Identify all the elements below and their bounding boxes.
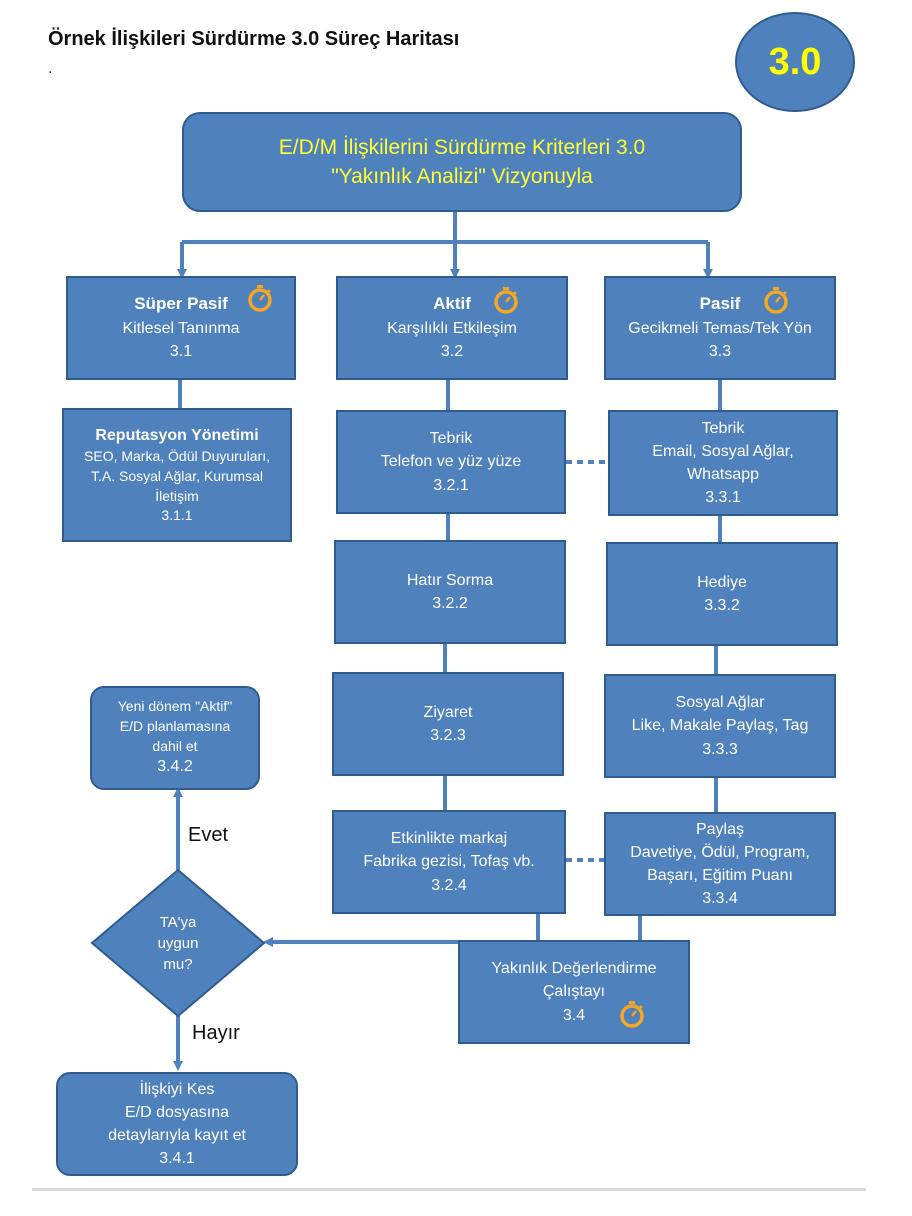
version-badge: 3.0	[735, 12, 855, 112]
footer-divider	[32, 1188, 866, 1191]
yeni-donem-line3: dahil et	[152, 737, 198, 754]
decision-text: TA'ya uygun mu?	[92, 870, 264, 1016]
step-code: 3.3.3	[702, 740, 738, 758]
decision-no-label: Hayır	[192, 1022, 240, 1044]
step-line1: Ziyaret	[423, 703, 473, 721]
stopwatch-icon	[248, 285, 272, 312]
main-box-line2: "Yakınlık Analizi" Vizyonuyla	[331, 165, 593, 188]
step-line1: Hediye	[697, 573, 747, 591]
iliski-kes-box: İlişkiyi Kes E/D dosyasına detaylarıyla …	[56, 1072, 298, 1176]
page-title: Örnek İlişkileri Sürdürme 3.0 Süreç Hari…	[48, 28, 460, 50]
step-code: 3.3.2	[704, 597, 740, 614]
step-line3: Whatsapp	[686, 466, 760, 483]
reputasyon-line2: T.A. Sosyal Ağlar, Kurumsal	[91, 468, 263, 484]
step-line3: Başarı, Eğitim Puanı	[647, 867, 793, 884]
main-box-line1: E/D/M İlişkilerini Sürdürme Kriterleri 3…	[278, 135, 646, 159]
pasif-box: Pasif Gecikmeli Temas/Tek Yön 3.3	[604, 276, 836, 380]
aktif-step-322: Hatır Sorma 3.2.2	[334, 540, 566, 644]
aktif-code: 3.2	[440, 343, 464, 361]
super-pasif-sub: Kitlesel Tanınma	[122, 320, 240, 338]
yeni-donem-line1: Yeni dönem "Aktif"	[117, 698, 233, 715]
yakinlik-code: 3.4	[562, 1006, 586, 1024]
reputasyon-box: Reputasyon Yönetimi SEO, Marka, Ödül Duy…	[62, 408, 292, 542]
pasif-sub: Gecikmeli Temas/Tek Yön	[628, 320, 812, 338]
version-badge-label: 3.0	[768, 40, 822, 83]
decision-yes-label: Evet	[188, 824, 229, 846]
step-code: 3.2.1	[433, 476, 469, 494]
step-code: 3.3.1	[705, 489, 741, 507]
iliski-kes-line1: İlişkiyi Kes	[139, 1080, 215, 1098]
step-line1: Tebrik	[429, 430, 473, 448]
step-line2: Like, Makale Paylaş, Tag	[631, 717, 809, 735]
stopwatch-icon	[494, 287, 518, 314]
yeni-donem-box: Yeni dönem "Aktif" E/D planlamasına dahi…	[90, 686, 260, 790]
yakinlik-line2: Çalıştayı	[542, 983, 606, 1001]
stopwatch-icon	[764, 287, 788, 314]
reputasyon-line3: İletişim	[155, 487, 199, 504]
stopwatch-icon	[620, 1001, 644, 1028]
super-pasif-title: Süper Pasif	[134, 294, 228, 314]
reputasyon-title: Reputasyon Yönetimi	[95, 427, 259, 445]
reputasyon-line1: SEO, Marka, Ödül Duyuruları,	[84, 448, 270, 465]
aktif-step-323: Ziyaret 3.2.3	[332, 672, 564, 776]
pasif-code: 3.3	[708, 343, 732, 361]
main-criteria-box: E/D/M İlişkilerini Sürdürme Kriterleri 3…	[182, 112, 742, 212]
decision-line1: TA'ya	[159, 913, 197, 931]
step-line2: Davetiye, Ödül, Program,	[630, 843, 810, 861]
iliski-kes-line2: E/D dosyasına	[124, 1103, 230, 1121]
iliski-kes-code: 3.4.1	[159, 1150, 195, 1168]
step-code: 3.2.4	[431, 876, 467, 894]
step-line1: Etkinlikte markaj	[390, 830, 508, 848]
step-code: 3.3.4	[702, 890, 738, 908]
pasif-step-331: Tebrik Email, Sosyal Ağlar, Whatsapp 3.3…	[608, 410, 838, 516]
title-dot: .	[48, 60, 53, 77]
step-code: 3.2.3	[430, 727, 466, 744]
step-code: 3.2.2	[432, 595, 468, 612]
step-line1: Tebrik	[701, 419, 745, 437]
decision-line3: mu?	[163, 955, 193, 973]
decision-diamond	[90, 868, 266, 1018]
iliski-kes-line3: detaylarıyla kayıt et	[108, 1127, 246, 1144]
step-line1: Paylaş	[695, 820, 745, 838]
aktif-step-324: Etkinlikte markaj Fabrika gezisi, Tofaş …	[332, 810, 566, 914]
yakinlik-box: Yakınlık Değerlendirme Çalıştayı 3.4	[458, 940, 690, 1044]
aktif-step-321: Tebrik Telefon ve yüz yüze 3.2.1	[336, 410, 566, 514]
step-line1: Sosyal Ağlar	[675, 694, 765, 712]
yeni-donem-code: 3.4.2	[157, 758, 193, 776]
step-line2: Fabrika gezisi, Tofaş vb.	[363, 853, 535, 871]
decision-node: TA'ya uygun mu?	[92, 870, 264, 1016]
yeni-donem-line2: E/D planlamasına	[119, 718, 231, 734]
decision-line2: uygun	[157, 934, 199, 952]
step-line2: Email, Sosyal Ağlar,	[652, 442, 794, 460]
super-pasif-code: 3.1	[169, 343, 193, 361]
step-line2: Telefon ve yüz yüze	[380, 453, 522, 471]
aktif-title: Aktif	[433, 294, 471, 314]
aktif-sub: Karşılıklı Etkileşim	[387, 320, 517, 338]
yakinlik-line1: Yakınlık Değerlendirme	[491, 960, 657, 978]
pasif-title: Pasif	[699, 294, 741, 314]
reputasyon-code: 3.1.1	[161, 507, 193, 524]
step-line1: Hatır Sorma	[406, 571, 494, 589]
pasif-step-332: Hediye 3.3.2	[606, 542, 838, 646]
aktif-box: Aktif Karşılıklı Etkileşim 3.2	[336, 276, 568, 380]
pasif-step-334: Paylaş Davetiye, Ödül, Program, Başarı, …	[604, 812, 836, 916]
super-pasif-box: Süper Pasif Kitlesel Tanınma 3.1	[66, 276, 296, 380]
pasif-step-333: Sosyal Ağlar Like, Makale Paylaş, Tag 3.…	[604, 674, 836, 778]
